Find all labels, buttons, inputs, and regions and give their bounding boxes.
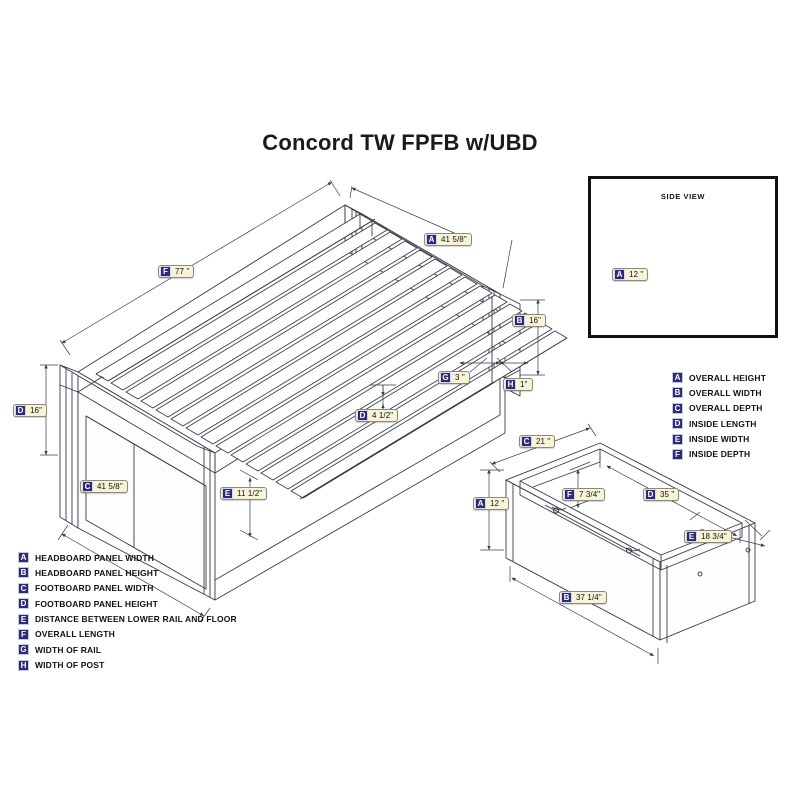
callout-bed-f-overall-length: F 77 ": [158, 265, 195, 278]
callout-key: F: [160, 266, 171, 277]
legend-label: HEADBOARD PANEL WIDTH: [35, 552, 154, 563]
callout-value: 12 ": [490, 499, 505, 508]
callout-drawer-f-inside-depth: F 7 3/4": [562, 488, 606, 501]
legend-item: C OVERALL DEPTH: [672, 402, 766, 414]
callout-bed-d-left-height: D 16": [13, 404, 48, 417]
callout-sideview-a: A 12 ": [612, 268, 649, 281]
legend-key: A: [18, 552, 29, 563]
legend-item: E DISTANCE BETWEEN LOWER RAIL AND FLOOR: [18, 613, 237, 625]
callout-value: 21 ": [536, 437, 551, 446]
callout-key: E: [686, 531, 697, 542]
legend-label: FOOTBOARD PANEL WIDTH: [35, 583, 154, 594]
side-view-title: SIDE VIEW: [660, 192, 706, 201]
callout-key: A: [475, 498, 486, 509]
legend-label: OVERALL HEIGHT: [689, 372, 767, 383]
drawer-drawing: [505, 442, 756, 643]
callout-value: 7 3/4": [579, 490, 601, 499]
legend-label: OVERALL WIDTH: [689, 387, 762, 398]
legend-label: INSIDE LENGTH: [689, 418, 757, 429]
page-title: Concord TW FPFB w/UBD: [262, 130, 538, 155]
callout-value: 4 1/2": [372, 411, 394, 420]
callout-key: B: [514, 315, 525, 326]
legend-item: G WIDTH OF RAIL: [18, 644, 237, 656]
legend-label: OVERALL DEPTH: [689, 403, 763, 414]
callout-value: 37 1/4": [576, 593, 602, 602]
legend-item: C FOOTBOARD PANEL WIDTH: [18, 582, 237, 594]
callout-drawer-c-overall-depth: C 21 ": [519, 435, 556, 448]
legend-key: B: [18, 567, 29, 579]
callout-value: 3 ": [455, 373, 465, 382]
callout-value: 11 1/2": [237, 489, 263, 498]
callout-value: 41 5/8": [97, 482, 123, 491]
legend-key: B: [672, 387, 683, 399]
legend-label: HEADBOARD PANEL HEIGHT: [35, 567, 159, 578]
legend-item: D FOOTBOARD PANEL HEIGHT: [18, 598, 237, 610]
callout-key: H: [505, 379, 516, 390]
callout-key: G: [440, 372, 451, 383]
callout-key: C: [82, 481, 93, 492]
legend-key: F: [672, 448, 683, 460]
legend-label: WIDTH OF RAIL: [35, 644, 102, 655]
legend-item: A HEADBOARD PANEL WIDTH: [18, 552, 237, 563]
callout-value: 16": [30, 406, 43, 415]
callout-drawer-b-overall-width: B 37 1/4": [559, 591, 607, 604]
callout-drawer-a-overall-height: A 12 ": [473, 497, 510, 510]
legend-key: D: [18, 598, 29, 610]
legend-bed: A HEADBOARD PANEL WIDTH B HEADBOARD PANE…: [18, 552, 237, 675]
callout-key: A: [614, 269, 625, 280]
callout-value: 12 ": [629, 270, 644, 279]
callout-key: D: [645, 489, 656, 500]
callout-value: 18 3/4": [701, 532, 727, 541]
legend-key: C: [18, 582, 29, 594]
callout-value: 35 ": [660, 490, 675, 499]
callout-bed-c-footboard-width: C 41 5/8": [80, 480, 128, 493]
callout-key: D: [357, 410, 368, 421]
callout-key: D: [15, 405, 26, 416]
legend-item: B HEADBOARD PANEL HEIGHT: [18, 567, 237, 579]
legend-key: E: [672, 433, 683, 445]
side-view-panel: [588, 176, 778, 338]
legend-drawer: A OVERALL HEIGHT B OVERALL WIDTH C OVERA…: [672, 372, 766, 464]
legend-item: D INSIDE LENGTH: [672, 418, 766, 430]
callout-bed-h-width-of-post: H 1": [503, 378, 533, 391]
legend-key: C: [672, 402, 683, 414]
legend-label: OVERALL LENGTH: [35, 629, 115, 640]
legend-key: G: [18, 644, 29, 656]
callout-key: F: [564, 489, 575, 500]
callout-key: E: [222, 488, 233, 499]
legend-label: INSIDE WIDTH: [689, 434, 750, 445]
legend-item: F OVERALL LENGTH: [18, 628, 237, 640]
callout-key: B: [561, 592, 572, 603]
legend-item: B OVERALL WIDTH: [672, 387, 766, 399]
legend-label: DISTANCE BETWEEN LOWER RAIL AND FLOOR: [35, 614, 237, 625]
legend-key: A: [672, 372, 683, 383]
callout-value: 16": [529, 316, 542, 325]
legend-key: E: [18, 613, 29, 625]
callout-bed-g-width-of-rail: G 3 ": [438, 371, 470, 384]
callout-drawer-e-inside-width: E 18 3/4": [684, 530, 732, 543]
legend-item: E INSIDE WIDTH: [672, 433, 766, 445]
legend-key: H: [18, 659, 29, 671]
callout-value: 41 5/8": [441, 235, 467, 244]
legend-label: FOOTBOARD PANEL HEIGHT: [35, 598, 158, 609]
legend-item: F INSIDE DEPTH: [672, 448, 766, 460]
callout-bed-b-headboard-height: B 16": [512, 314, 547, 327]
bed-drawing: [59, 204, 568, 601]
callout-key: A: [426, 234, 437, 245]
legend-key: F: [18, 628, 29, 640]
callout-bed-a-headboard-width: A 41 5/8": [424, 233, 472, 246]
legend-item: H WIDTH OF POST: [18, 659, 237, 671]
callout-bed-d-footboard-height: D 4 1/2": [355, 409, 399, 422]
legend-item: A OVERALL HEIGHT: [672, 372, 766, 383]
callout-value: 77 ": [175, 267, 190, 276]
legend-label: WIDTH OF POST: [35, 660, 105, 671]
legend-label: INSIDE DEPTH: [689, 449, 751, 460]
legend-key: D: [672, 418, 683, 430]
callout-drawer-d-inside-length: D 35 ": [643, 488, 680, 501]
callout-bed-e-rail-to-floor: E 11 1/2": [220, 487, 268, 500]
callout-value: 1": [520, 380, 528, 389]
callout-key: C: [521, 436, 532, 447]
